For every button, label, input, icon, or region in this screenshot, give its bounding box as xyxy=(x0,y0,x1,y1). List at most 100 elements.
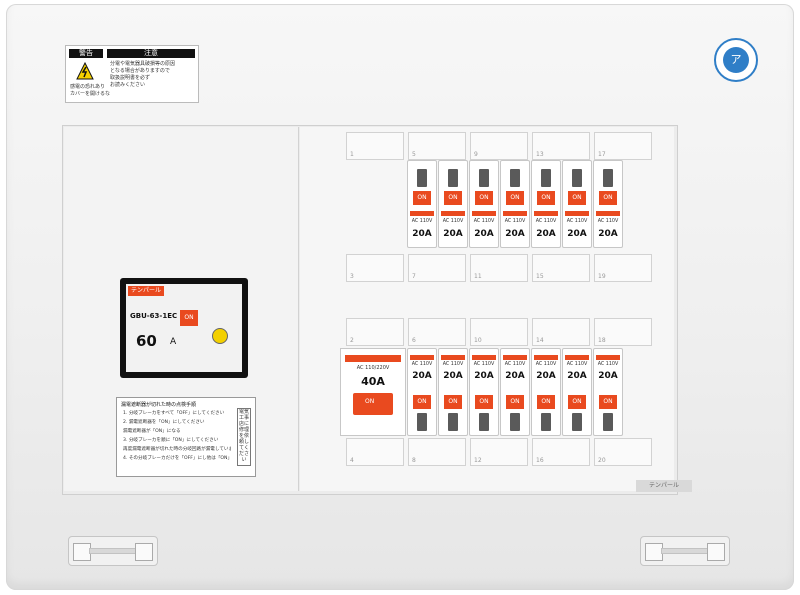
circuit-label: 15 xyxy=(532,254,590,282)
caution-header: 注意 xyxy=(107,49,195,58)
circuit-label: 13 xyxy=(532,132,590,160)
breaker-brand-bar xyxy=(534,355,558,360)
branch-breaker[interactable]: AC 110V 20A ON xyxy=(407,348,437,436)
notice-line-1: 1. 分岐ブレーカをすべて「OFF」にしてください xyxy=(123,411,225,416)
breaker-toggle[interactable] xyxy=(603,413,613,431)
breaker-toggle[interactable] xyxy=(510,169,520,187)
breaker-voltage: AC 110V xyxy=(597,219,619,224)
circuit-number: 16 xyxy=(536,457,544,464)
breaker-brand-bar xyxy=(503,211,527,216)
breaker-toggle[interactable] xyxy=(479,413,489,431)
breaker-toggle[interactable]: ON xyxy=(353,393,393,415)
breaker-toggle[interactable] xyxy=(417,169,427,187)
breaker-toggle[interactable] xyxy=(479,169,489,187)
notice-line-4: 3. 分岐ブレーカを順に「ON」にしてください xyxy=(123,438,219,443)
branch-breaker[interactable]: ON AC 110V 20A xyxy=(593,160,623,248)
breaker-voltage: AC 110V xyxy=(411,362,433,367)
breaker-brand-bar xyxy=(596,355,620,360)
latch-bar xyxy=(661,548,709,554)
breaker-amp: 20A xyxy=(567,229,587,239)
breaker-amp: 20A xyxy=(505,371,525,381)
breaker-on-label: ON xyxy=(475,395,493,409)
branch-breaker[interactable]: AC 110V 20A ON xyxy=(593,348,623,436)
circuit-label: 19 xyxy=(594,254,652,282)
breaker-voltage: AC 110V xyxy=(535,362,557,367)
breaker-toggle[interactable] xyxy=(572,169,582,187)
breaker-amp: 20A xyxy=(474,229,494,239)
circuit-number: 10 xyxy=(474,337,482,344)
breaker-toggle[interactable] xyxy=(417,413,427,431)
circuit-label: 5 xyxy=(408,132,466,160)
branch-breaker[interactable]: AC 110V 20A ON xyxy=(500,348,530,436)
circuit-number: 6 xyxy=(412,337,416,344)
breaker-on-label: ON xyxy=(599,395,617,409)
breaker-toggle[interactable] xyxy=(603,169,613,187)
circuit-label: 4 xyxy=(346,438,404,466)
breaker-toggle[interactable] xyxy=(541,413,551,431)
circuit-label: 11 xyxy=(470,254,528,282)
branch-breaker[interactable]: AC 110V 20A ON xyxy=(562,348,592,436)
seal-icon: ア xyxy=(723,47,749,73)
circuit-number: 2 xyxy=(350,337,354,344)
branch-breaker[interactable]: ON AC 110V 20A xyxy=(531,160,561,248)
branch-breaker[interactable]: AC 110V 20A ON xyxy=(438,348,468,436)
breaker-voltage: AC 110V xyxy=(442,219,464,224)
main-breaker: テンパール GBU-63-1EC 60 A ON xyxy=(120,278,248,378)
main-breaker-model: GBU-63-1EC xyxy=(130,312,178,320)
breaker-voltage: AC 110V xyxy=(442,362,464,367)
caution-text-3: 取扱説明書を必ず xyxy=(110,75,151,81)
circuit-number: 20 xyxy=(598,457,606,464)
notice-line-6: 4. その分岐ブレーカだけを「OFF」にし他は「ON」に xyxy=(123,456,231,461)
electric-warning-icon xyxy=(76,61,94,80)
circuit-number: 17 xyxy=(598,151,606,158)
circuit-label: 3 xyxy=(346,254,404,282)
breaker-amp: 20A xyxy=(598,229,618,239)
circuit-number: 3 xyxy=(350,273,354,280)
breaker-on-label: ON xyxy=(599,191,617,205)
notice-title: 漏電遮断器が切れた時の点検手順 xyxy=(121,402,197,408)
breaker-on-label: ON xyxy=(413,191,431,205)
main-breaker-on: ON xyxy=(180,310,198,326)
breaker-amp: 20A xyxy=(474,371,494,381)
notice-line-2: 2. 漏電遮断器を「ON」にしてください xyxy=(123,420,205,425)
breaker-toggle[interactable] xyxy=(448,169,458,187)
breaker-toggle[interactable] xyxy=(541,169,551,187)
branch-breaker[interactable]: AC 110V 20A ON xyxy=(469,348,499,436)
main-breaker-brand: テンパール xyxy=(128,286,164,296)
branch-breaker[interactable]: ON AC 110V 20A xyxy=(562,160,592,248)
breaker-on-label: ON xyxy=(365,398,375,405)
breaker-on-label: ON xyxy=(475,191,493,205)
test-button[interactable] xyxy=(212,328,228,344)
breaker-brand-bar xyxy=(441,355,465,360)
branch-breaker[interactable]: AC 110V 20A ON xyxy=(531,348,561,436)
branch-main-breaker[interactable]: AC 110/220V 40A ON xyxy=(340,348,406,436)
warning-text-2: カバーを開けるな xyxy=(70,91,111,97)
breaker-voltage: AC 110V xyxy=(473,362,495,367)
branch-breaker[interactable]: ON AC 110V 20A xyxy=(438,160,468,248)
breaker-on-label: ON xyxy=(444,191,462,205)
breaker-toggle[interactable] xyxy=(572,413,582,431)
breaker-voltage: AC 110V xyxy=(597,362,619,367)
right-latch-handle[interactable] xyxy=(640,536,730,566)
circuit-label: 14 xyxy=(532,318,590,346)
breaker-amp: 20A xyxy=(443,371,463,381)
breaker-voltage: AC 110V xyxy=(411,219,433,224)
branch-breaker[interactable]: ON AC 110V 20A xyxy=(500,160,530,248)
branch-breaker[interactable]: ON AC 110V 20A xyxy=(469,160,499,248)
breaker-brand-bar xyxy=(410,355,434,360)
main-breaker-unit: A xyxy=(170,337,177,347)
warning-text-1: 感電の恐れあり xyxy=(70,84,106,90)
caution-text-1: 分電や電気器具破損等の原因 xyxy=(110,61,176,67)
circuit-number: 11 xyxy=(474,273,482,280)
left-latch-handle[interactable] xyxy=(68,536,158,566)
breaker-toggle[interactable] xyxy=(448,413,458,431)
breaker-voltage: AC 110V xyxy=(504,219,526,224)
branch-breaker[interactable]: ON AC 110V 20A xyxy=(407,160,437,248)
breaker-brand-bar xyxy=(565,355,589,360)
breaker-brand-bar xyxy=(596,211,620,216)
breaker-on-label: ON xyxy=(537,191,555,205)
breaker-toggle[interactable] xyxy=(510,413,520,431)
breaker-brand-bar xyxy=(472,355,496,360)
breaker-brand-bar xyxy=(345,355,401,362)
breaker-amp: 20A xyxy=(536,229,556,239)
